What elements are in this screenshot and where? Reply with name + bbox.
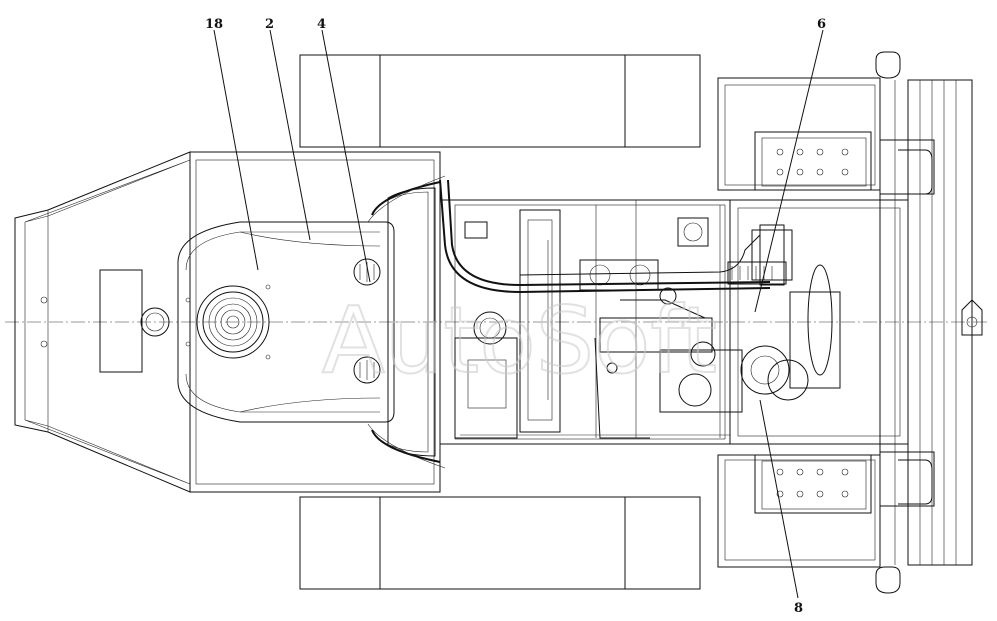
rear-platform [14, 151, 191, 493]
leader-lines [213, 29, 824, 599]
battery-lower [754, 454, 872, 514]
front-bumper [875, 51, 983, 594]
watermark: AutoSoft [322, 287, 717, 394]
callout-4: 4 [317, 17, 326, 32]
callout-8: 8 [794, 601, 803, 616]
cab-housing [177, 221, 395, 423]
callout-18: 18 [205, 17, 223, 32]
engine-compartment [439, 179, 841, 445]
battery-upper [754, 131, 872, 191]
rear-wheel-upper [299, 54, 701, 148]
rear-wheel-lower [299, 496, 701, 590]
callout-6: 6 [817, 17, 826, 32]
seat-base [367, 175, 446, 469]
callout-2: 2 [265, 17, 274, 32]
